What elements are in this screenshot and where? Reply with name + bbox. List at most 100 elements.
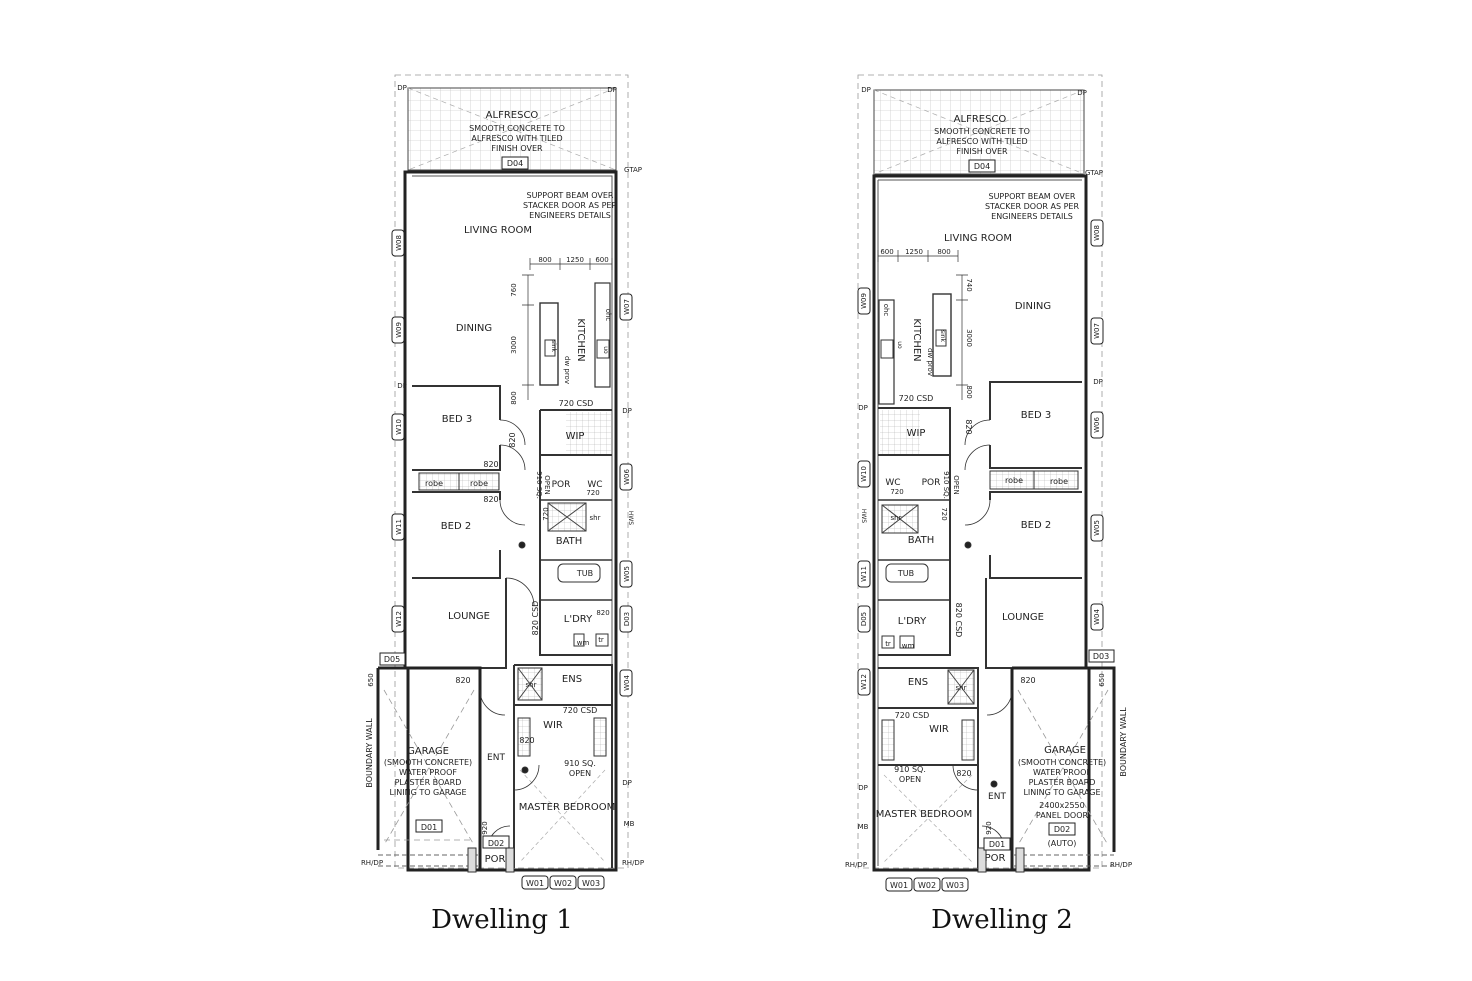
svg-text:820: 820: [956, 769, 971, 778]
svg-text:dw prov: dw prov: [563, 356, 571, 384]
dwelling-2-plan: [857, 74, 1116, 892]
bed-3-label: BED 3: [442, 414, 472, 425]
living-room-label: LIVING ROOM: [464, 225, 532, 236]
svg-text:W01: W01: [890, 881, 908, 890]
svg-text:shr: shr: [956, 684, 967, 692]
svg-text:robe: robe: [1050, 477, 1068, 486]
svg-text:GTAP: GTAP: [624, 166, 642, 174]
garage-walls-1: [376, 666, 482, 870]
svg-text:GTAP: GTAP: [1085, 169, 1103, 177]
svg-text:tr: tr: [885, 640, 891, 648]
svg-text:DP: DP: [858, 404, 868, 412]
svg-text:uo: uo: [602, 346, 609, 354]
svg-text:TUB: TUB: [897, 569, 914, 578]
svg-text:ohc: ohc: [882, 304, 890, 317]
laundry-label: L'DRY: [564, 614, 593, 625]
svg-text:W02: W02: [918, 881, 936, 890]
svg-text:sink: sink: [550, 340, 557, 353]
svg-text:HWS: HWS: [627, 511, 634, 525]
svg-text:720 CSD: 720 CSD: [895, 711, 930, 720]
svg-text:W01: W01: [526, 879, 544, 888]
svg-text:uo: uo: [896, 341, 903, 349]
svg-text:WATER PROOF: WATER PROOF: [399, 768, 457, 777]
svg-text:720: 720: [890, 488, 903, 496]
svg-text:robe: robe: [1005, 476, 1023, 485]
svg-text:920: 920: [985, 821, 993, 834]
svg-text:robe: robe: [425, 479, 443, 488]
bath-label: BATH: [556, 536, 583, 547]
svg-text:shr: shr: [590, 514, 601, 522]
svg-text:STACKER DOOR AS PER: STACKER DOOR AS PER: [523, 201, 617, 210]
svg-text:3000: 3000: [510, 336, 518, 354]
svg-text:robe: robe: [470, 479, 488, 488]
svg-text:RH/DP: RH/DP: [845, 861, 867, 869]
svg-text:910 SQ.: 910 SQ.: [564, 759, 596, 768]
svg-text:(SMOOTH CONCRETE): (SMOOTH CONCRETE): [1018, 758, 1106, 767]
svg-text:POR: POR: [985, 853, 1006, 864]
svg-text:W07: W07: [623, 299, 631, 315]
svg-text:800: 800: [510, 391, 518, 404]
svg-text:W09: W09: [395, 322, 403, 338]
svg-text:720 CSD: 720 CSD: [563, 706, 598, 715]
svg-text:W08: W08: [395, 235, 403, 251]
svg-text:DP: DP: [1093, 378, 1103, 386]
svg-text:BED 2: BED 2: [1021, 520, 1051, 531]
svg-text:D03: D03: [623, 612, 631, 626]
svg-text:SMOOTH CONCRETE TO: SMOOTH CONCRETE TO: [934, 127, 1030, 136]
svg-text:800: 800: [538, 256, 551, 264]
svg-text:BOUNDARY WALL: BOUNDARY WALL: [1119, 707, 1128, 777]
svg-text:3000: 3000: [965, 329, 973, 347]
svg-text:1250: 1250: [566, 256, 584, 264]
svg-text:740: 740: [965, 278, 973, 291]
porch-label: POR: [485, 854, 506, 865]
boundary-wall-label: BOUNDARY WALL: [365, 718, 374, 788]
svg-text:W12: W12: [395, 611, 403, 627]
bed-2-label: BED 2: [441, 521, 471, 532]
svg-text:PLASTER BOARD: PLASTER BOARD: [1029, 778, 1096, 787]
svg-text:shr: shr: [526, 681, 537, 689]
svg-text:W08: W08: [1093, 225, 1101, 241]
master-bedroom-label: MASTER BEDROOM: [519, 802, 616, 813]
svg-text:600: 600: [880, 248, 893, 256]
svg-text:D02: D02: [1054, 825, 1070, 834]
svg-text:910 SQ.: 910 SQ.: [942, 471, 950, 499]
svg-text:ENS: ENS: [908, 677, 928, 688]
svg-text:LINING TO GARAGE: LINING TO GARAGE: [389, 788, 466, 797]
dwelling-2-caption: Dwelling 2: [931, 905, 1073, 935]
svg-text:820 CSD: 820 CSD: [531, 601, 540, 636]
dwelling-2-labels: ALFRESCO SMOOTH CONCRETE TO ALFRESCO WIT…: [845, 86, 1132, 890]
svg-text:wm: wm: [577, 639, 590, 647]
svg-text:OPEN: OPEN: [569, 769, 591, 778]
svg-text:WATER PROOF: WATER PROOF: [1033, 768, 1091, 777]
svg-text:W06: W06: [1093, 417, 1101, 433]
svg-text:RH/DP: RH/DP: [622, 859, 644, 867]
svg-text:RH/DP: RH/DP: [1110, 861, 1132, 869]
svg-text:800: 800: [965, 385, 973, 398]
svg-text:800: 800: [937, 248, 950, 256]
svg-text:shr: shr: [891, 514, 902, 522]
svg-text:720 CSD: 720 CSD: [899, 394, 934, 403]
svg-text:W06: W06: [623, 469, 631, 485]
por-small-label: POR: [552, 480, 571, 490]
svg-text:W02: W02: [554, 879, 572, 888]
svg-text:W09: W09: [860, 293, 868, 309]
svg-text:W11: W11: [860, 566, 868, 582]
svg-text:720: 720: [940, 507, 948, 520]
svg-text:650: 650: [1098, 673, 1106, 686]
svg-text:KITCHEN: KITCHEN: [911, 318, 922, 361]
svg-text:WC: WC: [885, 478, 900, 488]
dwelling-1-caption: Dwelling 1: [431, 905, 573, 935]
svg-text:D05: D05: [860, 612, 868, 626]
svg-text:DP: DP: [622, 779, 632, 787]
dining-label: DINING: [456, 323, 492, 334]
svg-text:DP: DP: [607, 86, 617, 94]
svg-text:WIR: WIR: [929, 724, 949, 735]
svg-text:W05: W05: [1093, 520, 1101, 536]
ensuite-label: ENS: [562, 674, 582, 685]
lounge-label: LOUNGE: [448, 611, 490, 622]
site-boundary: [394, 74, 629, 869]
svg-text:ENT: ENT: [988, 792, 1006, 802]
svg-text:D05: D05: [384, 655, 400, 664]
svg-text:910 SQ.: 910 SQ.: [894, 765, 926, 774]
svg-text:920: 920: [481, 821, 489, 834]
